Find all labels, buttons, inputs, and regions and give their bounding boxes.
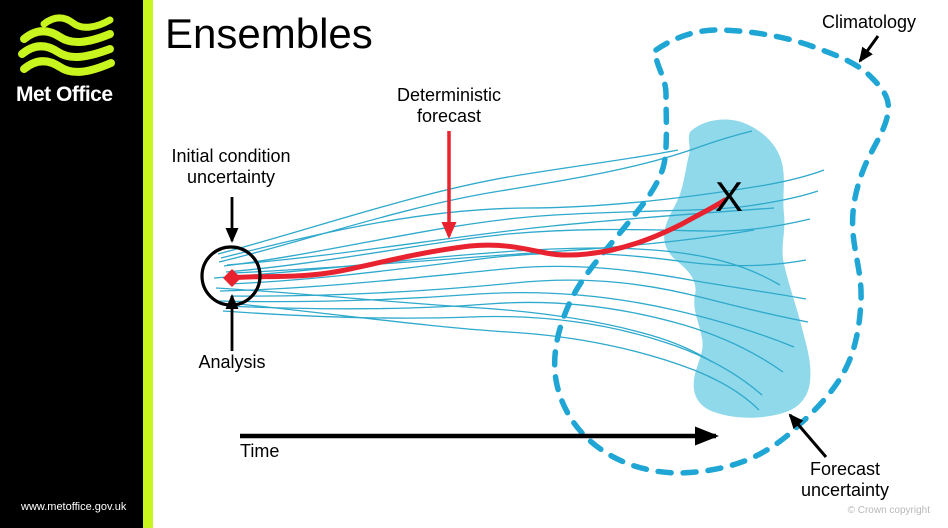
deterministic-forecast-line xyxy=(229,197,728,281)
ensemble-line xyxy=(228,302,760,411)
forecast-uncertainty-arrow xyxy=(788,413,828,458)
verification-x-marker: X xyxy=(714,173,743,220)
forecast-uncertainty-label-line2: uncertainty xyxy=(800,480,890,500)
copyright-text: © Crown copyright xyxy=(847,505,930,516)
ensemble-line xyxy=(219,265,807,300)
deterministic-forecast-label: Deterministic forecast xyxy=(366,85,532,127)
initial-condition-label: Initial condition uncertainty xyxy=(147,146,315,188)
time-axis-label: Time xyxy=(240,441,280,461)
ensemble-line xyxy=(217,149,679,255)
page-title: Ensembles xyxy=(165,10,373,57)
initial-condition-label-line1: Initial condition xyxy=(171,146,291,166)
ensemble-line xyxy=(225,218,811,273)
deterministic-forecast-label-line2: forecast xyxy=(416,106,482,126)
ensemble-line xyxy=(230,279,809,323)
ensemble-line xyxy=(220,169,825,259)
forecast-uncertainty-label-line1: Forecast xyxy=(809,459,881,479)
ensemble-line xyxy=(216,291,795,348)
met-office-waves-icon xyxy=(18,14,115,76)
ensemble-line xyxy=(215,287,713,363)
ensemble-member-lines xyxy=(213,130,825,411)
deterministic-forecast-label-line1: Deterministic xyxy=(396,85,502,105)
sidebar: Met Office www.metoffice.gov.uk xyxy=(0,0,143,528)
met-office-wordmark: Met Office xyxy=(16,83,113,106)
sidebar-url: www.metoffice.gov.uk xyxy=(21,501,127,513)
climatology-label: Climatology xyxy=(822,12,917,32)
forecast-uncertainty-label: Forecast uncertainty xyxy=(765,459,925,501)
initial-condition-label-line2: uncertainty xyxy=(186,167,276,187)
accent-stripe xyxy=(143,0,153,528)
analysis-point xyxy=(223,269,241,287)
forecast-uncertainty-region xyxy=(664,119,811,418)
climatology-arrow xyxy=(858,35,880,63)
ensemble-line xyxy=(225,301,784,373)
analysis-label: Analysis xyxy=(198,352,266,372)
ensemble-line xyxy=(223,190,819,267)
